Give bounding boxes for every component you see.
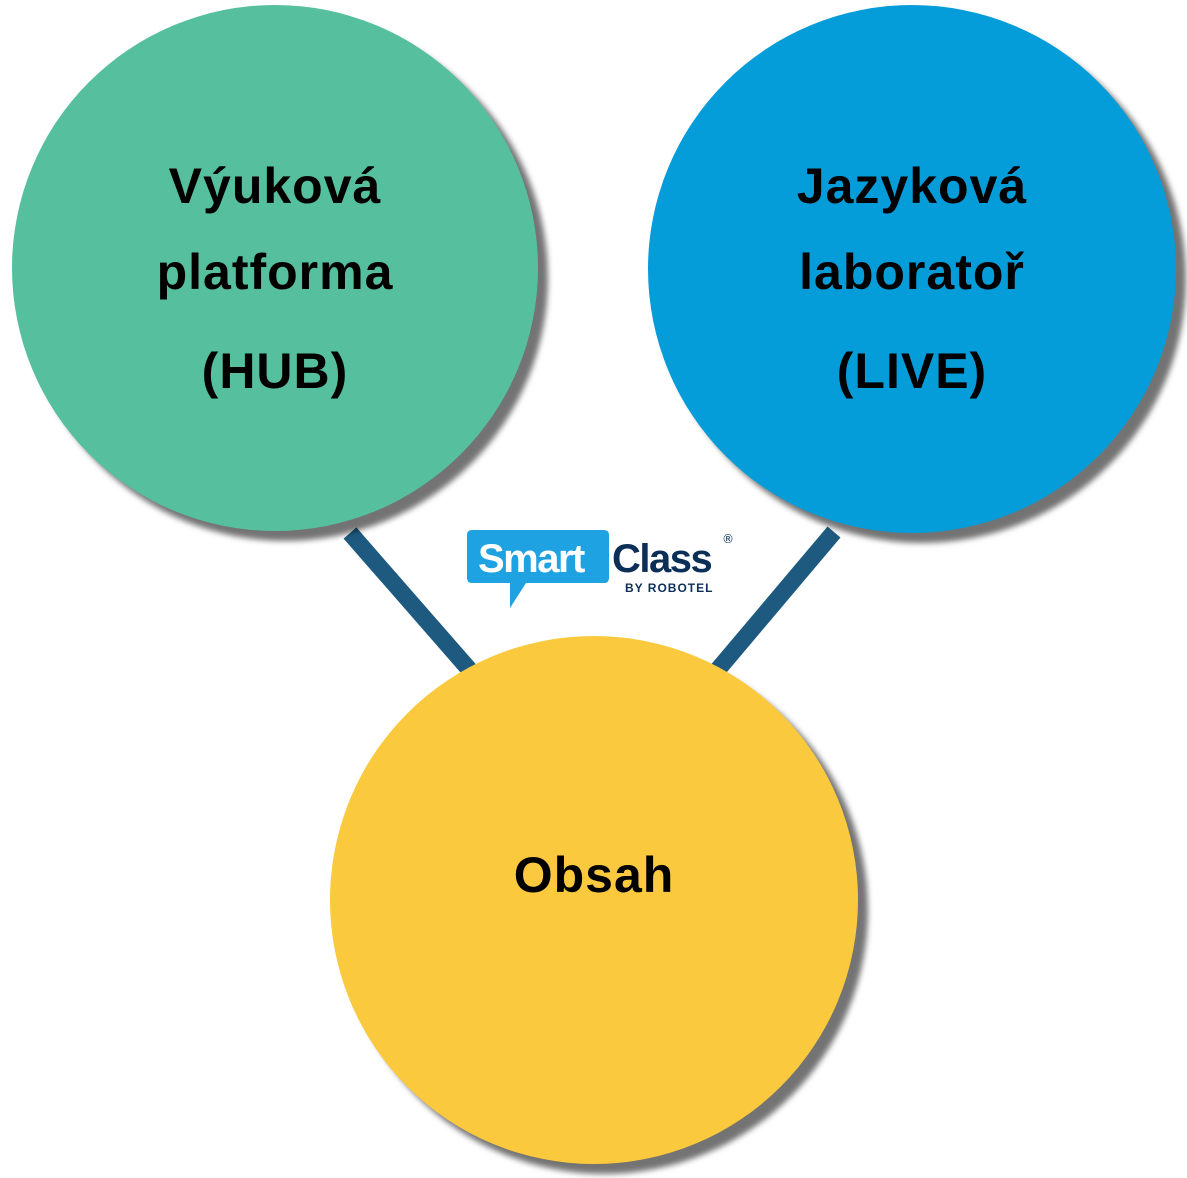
node-hub-text: Výuková platforma (HUB) xyxy=(157,143,394,401)
node-live-line-1: Jazyková xyxy=(796,158,1028,214)
logo-registered-mark: ® xyxy=(722,532,734,546)
node-obsah-circle: Obsah xyxy=(330,636,858,1164)
node-hub-line-3: (HUB) xyxy=(201,343,349,399)
node-hub-line-1: Výuková xyxy=(168,158,382,214)
connector-live-obsah xyxy=(708,526,841,679)
logo-word-smart: Smart xyxy=(478,537,585,581)
node-obsah-label: Obsah xyxy=(513,847,675,903)
node-hub-circle: Výuková platforma (HUB) xyxy=(12,5,538,531)
node-live-circle: Jazyková laboratoř (LIVE) xyxy=(648,5,1176,533)
connector-hub-obsah xyxy=(343,527,481,681)
node-live-line-2: laboratoř xyxy=(799,244,1025,300)
node-hub-line-2: platforma xyxy=(156,244,394,300)
node-live-text: Jazyková laboratoř (LIVE) xyxy=(797,143,1027,401)
logo-word-class: Class xyxy=(612,537,711,581)
smartclass-logo: Smart Class ® BY ROBOTEL xyxy=(467,530,734,608)
speech-bubble-shape xyxy=(467,530,609,608)
logo-tagline: BY ROBOTEL xyxy=(625,581,713,595)
node-live-line-3: (LIVE) xyxy=(836,343,988,399)
